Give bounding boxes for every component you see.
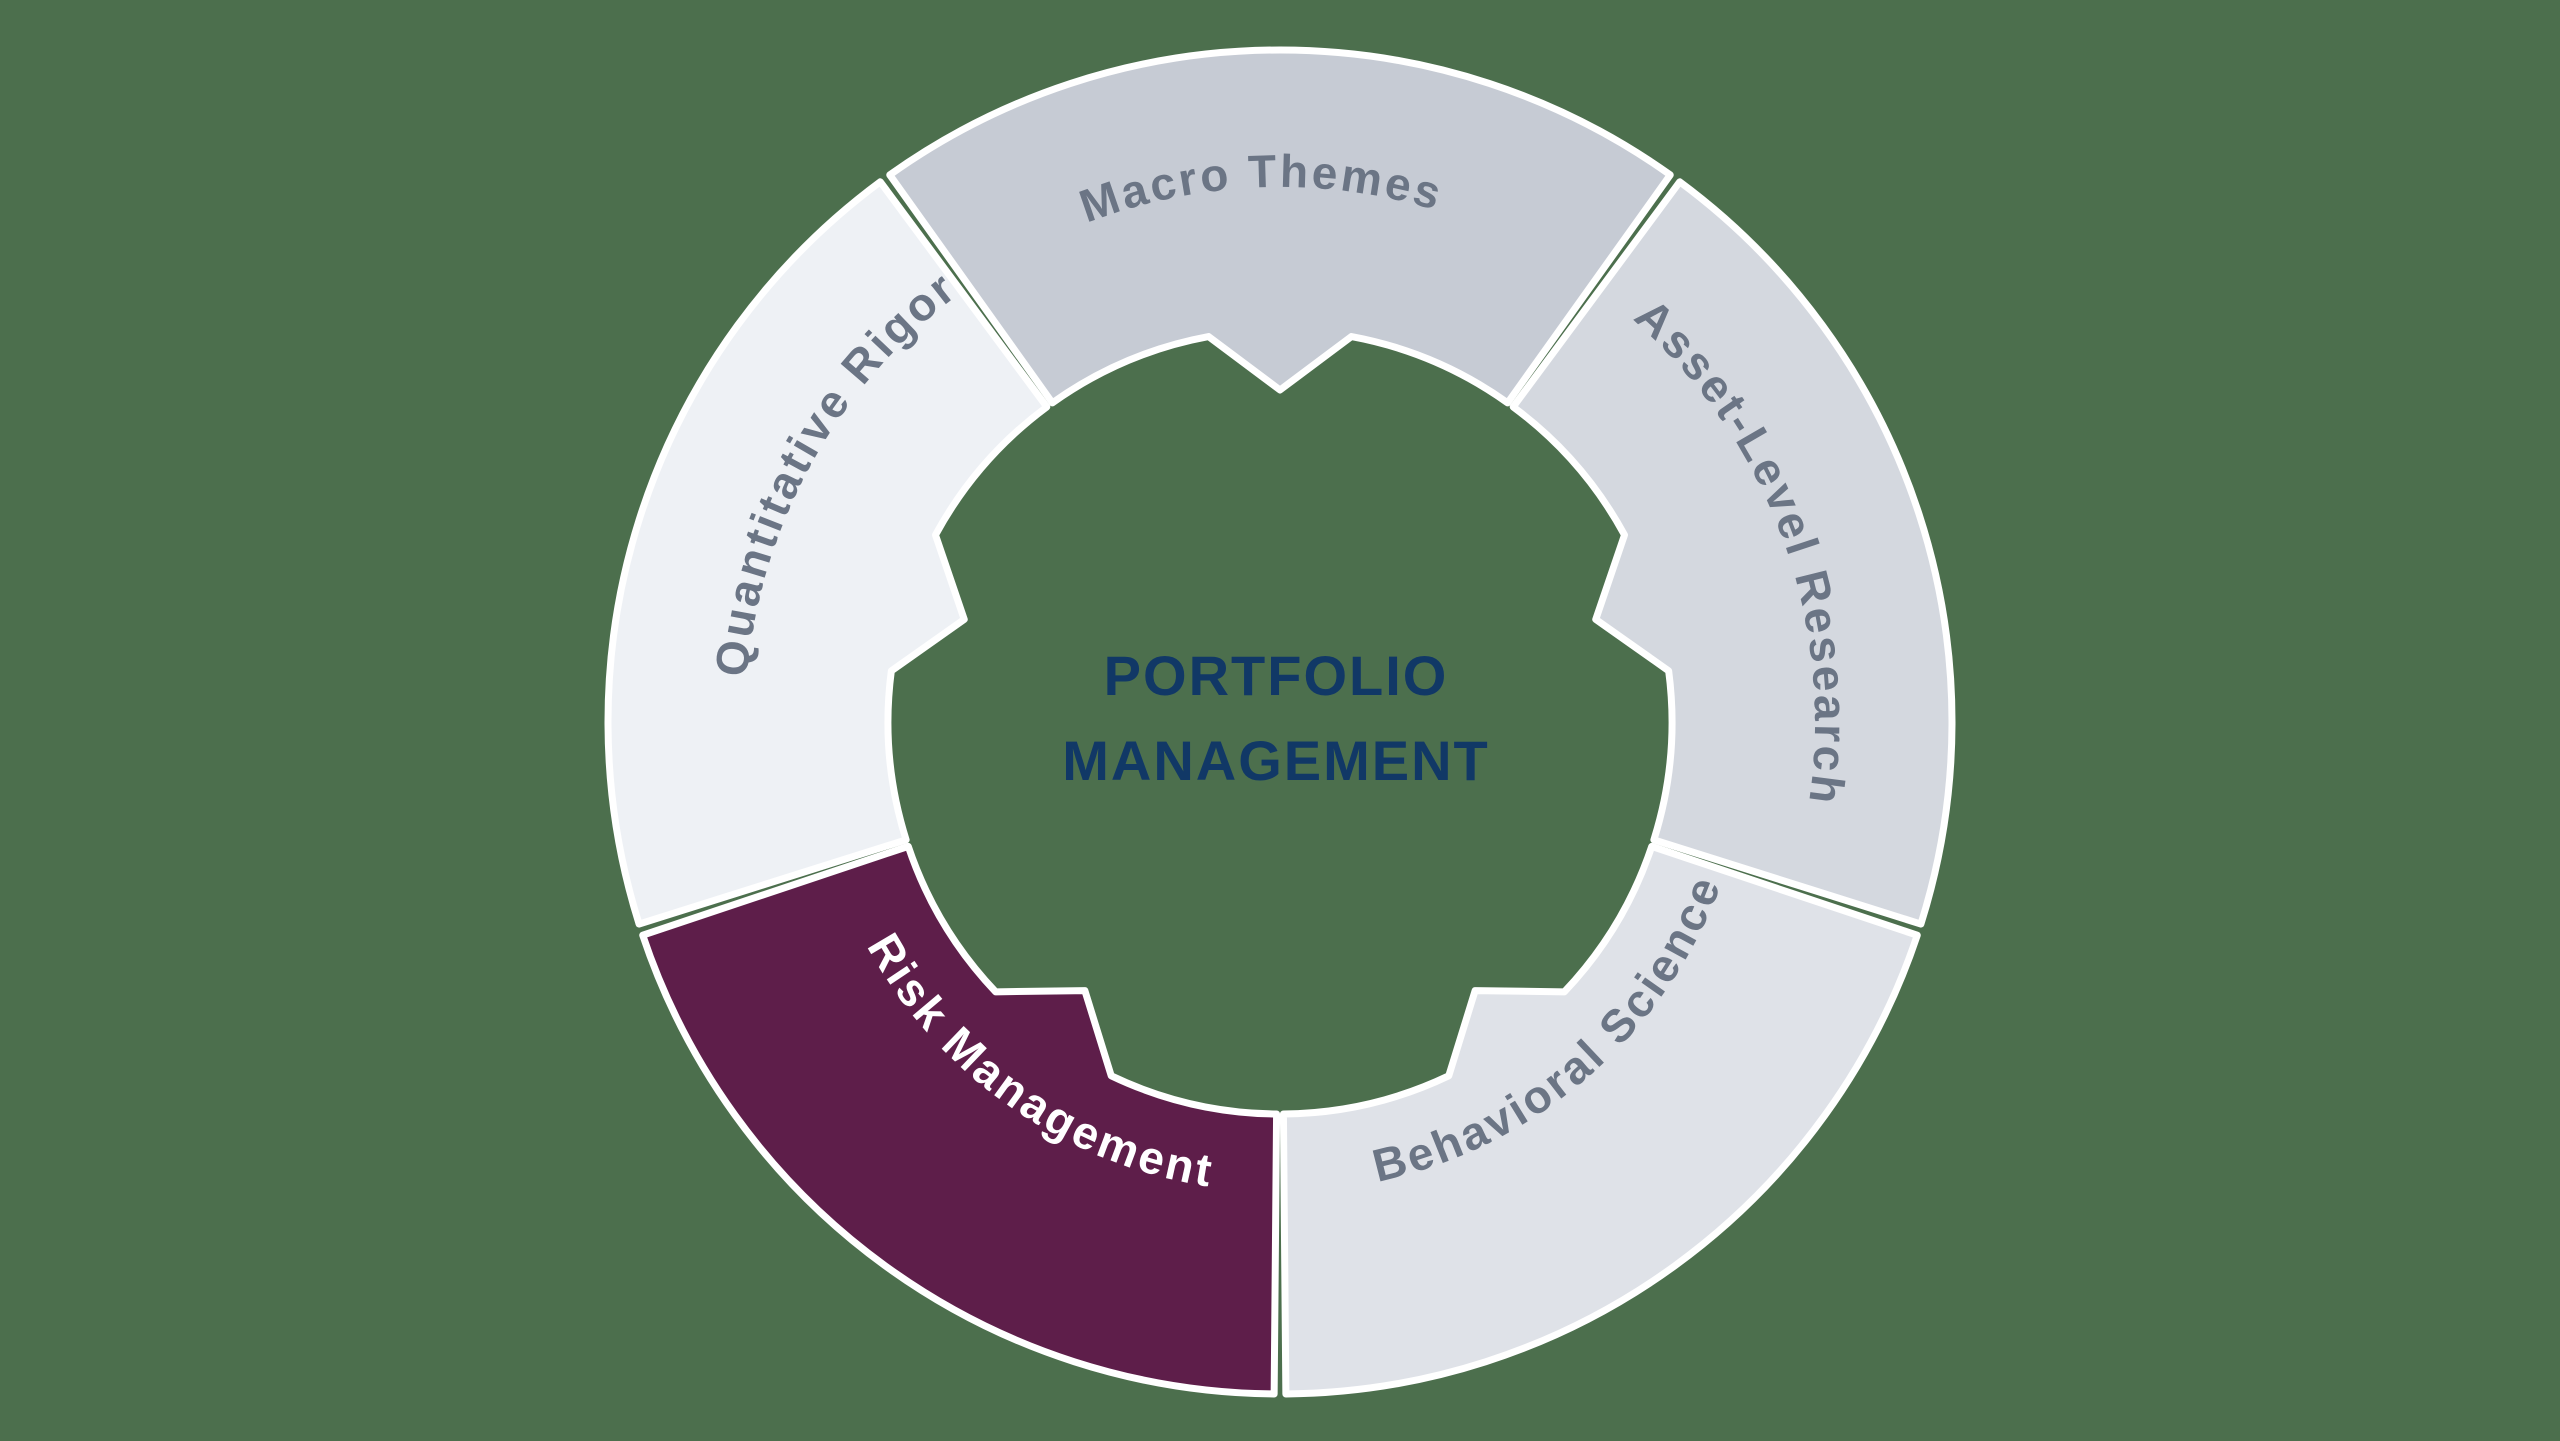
center-title-line2: MANAGEMENT: [1062, 729, 1490, 792]
center-title-line1: PORTFOLIO: [1104, 644, 1449, 707]
segment-macro-themes[interactable]: [886, 46, 1674, 407]
center-label: PORTFOLIO MANAGEMENT: [1062, 644, 1490, 792]
wheel-segments: [604, 46, 1956, 1398]
segment-asset-level-research[interactable]: [1509, 178, 1956, 928]
segment-quantitative-rigor[interactable]: [604, 178, 1051, 928]
segment-risk-management[interactable]: [639, 842, 1281, 1398]
segment-behavioral-science[interactable]: [1279, 842, 1921, 1398]
